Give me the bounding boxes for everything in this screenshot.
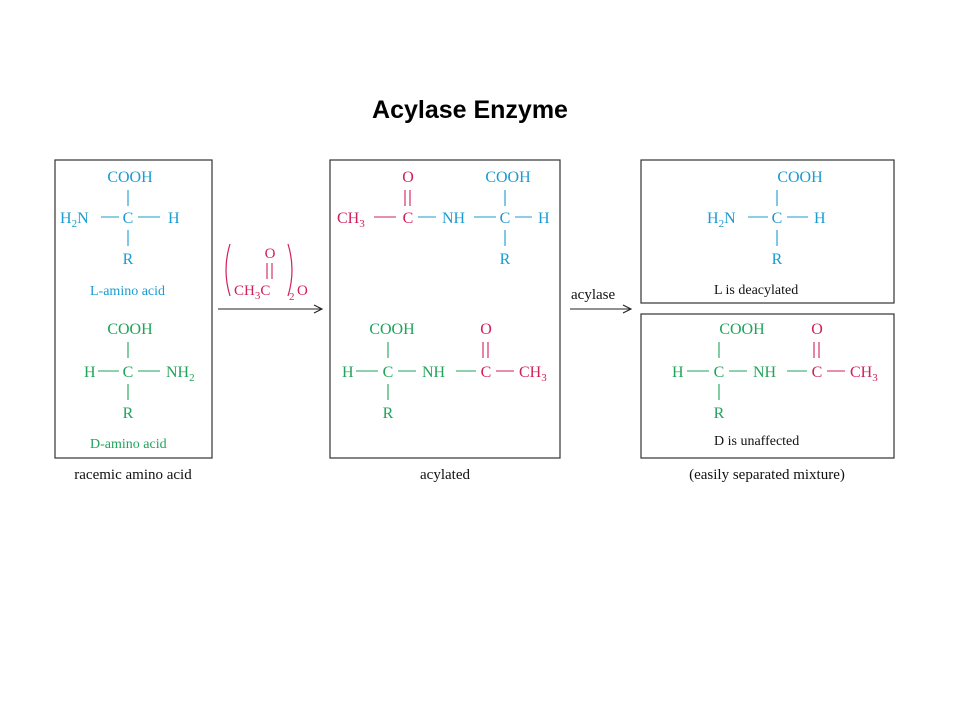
svg-text:COOH: COOH	[107, 321, 153, 338]
products-caption: (easily separated mixture)	[689, 467, 845, 483]
svg-text:C: C	[123, 364, 134, 381]
svg-text:R: R	[714, 405, 725, 422]
reaction-arrow-1	[218, 304, 324, 314]
svg-text:C: C	[772, 210, 783, 227]
l-deacylated-label: L is deacylated	[714, 283, 798, 298]
svg-text:O: O	[480, 321, 492, 338]
svg-text:H: H	[84, 364, 96, 381]
svg-text:CH3: CH3	[850, 364, 878, 384]
svg-text:2: 2	[289, 291, 295, 303]
svg-text:NH: NH	[753, 364, 777, 381]
svg-text:CH3: CH3	[337, 210, 365, 230]
d-amino-acid-structure: COOH H C NH2 R	[84, 321, 195, 422]
svg-text:C: C	[714, 364, 725, 381]
acylated-d-structure: COOH H C NH C CH3 O R	[342, 321, 547, 422]
acylase-label: acylase	[571, 287, 615, 303]
racemic-caption: racemic amino acid	[74, 467, 192, 483]
svg-text:C: C	[500, 210, 511, 227]
acylated-caption: acylated	[420, 467, 470, 483]
l-deacylated-structure: COOH H2N C H R	[707, 169, 826, 268]
svg-text:R: R	[383, 405, 394, 422]
acetic-anhydride-reagent: O CH3C 2 O	[225, 243, 308, 303]
l-product-panel	[640, 159, 895, 304]
svg-text:H: H	[814, 210, 826, 227]
svg-text:H2N: H2N	[707, 210, 736, 230]
svg-text:COOH: COOH	[107, 169, 153, 186]
svg-text:COOH: COOH	[369, 321, 415, 338]
svg-text:C: C	[123, 210, 134, 227]
svg-text:H: H	[672, 364, 684, 381]
svg-text:NH: NH	[422, 364, 446, 381]
svg-text:COOH: COOH	[777, 169, 823, 186]
svg-text:R: R	[772, 251, 783, 268]
svg-text:R: R	[123, 405, 134, 422]
reaction-arrow-2	[570, 304, 633, 314]
svg-text:R: R	[123, 251, 134, 268]
svg-text:H2N: H2N	[60, 210, 89, 230]
d-amino-acid-label: D-amino acid	[90, 437, 167, 452]
svg-text:O: O	[811, 321, 823, 338]
svg-text:O: O	[265, 246, 276, 262]
svg-text:NH: NH	[442, 210, 466, 227]
svg-text:CH3: CH3	[519, 364, 547, 384]
svg-text:NH2: NH2	[166, 364, 195, 384]
svg-text:H: H	[168, 210, 180, 227]
svg-text:O: O	[402, 169, 414, 186]
l-amino-acid-label: L-amino acid	[90, 284, 165, 299]
racemic-panel	[54, 159, 213, 459]
svg-text:C: C	[383, 364, 394, 381]
svg-text:O: O	[297, 283, 308, 299]
svg-text:H: H	[538, 210, 550, 227]
svg-text:C: C	[812, 364, 823, 381]
svg-text:COOH: COOH	[485, 169, 531, 186]
page-title: Acylase Enzyme	[372, 96, 568, 124]
svg-text:R: R	[500, 251, 511, 268]
d-unaffected-structure: COOH H C NH C CH3 O R	[672, 321, 878, 422]
svg-text:COOH: COOH	[719, 321, 765, 338]
d-unaffected-label: D is unaffected	[714, 434, 799, 449]
acylated-panel	[329, 159, 561, 459]
svg-text:H: H	[342, 364, 354, 381]
l-amino-acid-structure: COOH H2N C H R	[60, 169, 180, 268]
svg-text:CH3C: CH3C	[234, 283, 270, 302]
svg-text:C: C	[481, 364, 492, 381]
d-product-panel	[640, 313, 895, 459]
svg-text:C: C	[403, 210, 414, 227]
acylated-l-structure: O CH3 C NH C H COOH R	[337, 169, 550, 268]
